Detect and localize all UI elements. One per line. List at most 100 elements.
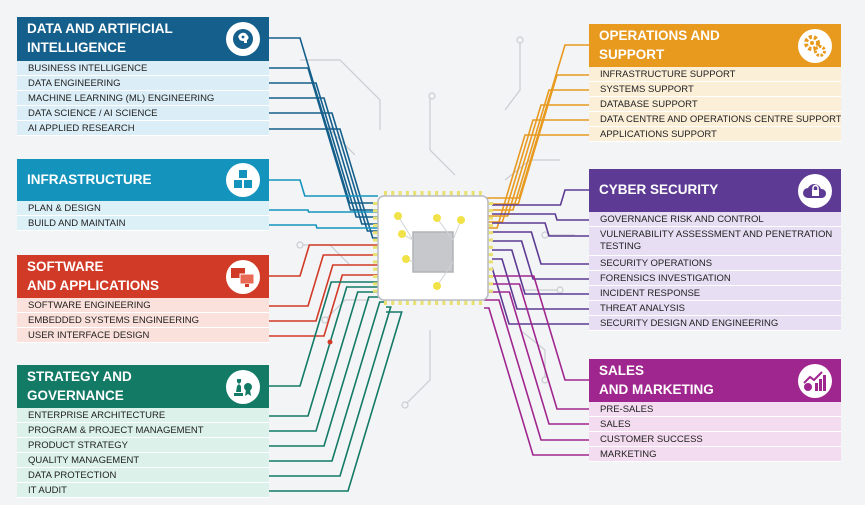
- brain-head-icon: [226, 22, 260, 56]
- panel-infrastructure-title: INFRASTRUCTURE: [27, 172, 152, 187]
- circuit-trace: [504, 40, 521, 111]
- circuit-trace: [269, 286, 386, 417]
- circuit-trace: [269, 311, 403, 492]
- circuit-trace: [436, 217, 454, 241]
- circuit-trace: [269, 296, 386, 447]
- circuit-trace: [269, 97, 386, 225]
- list-item: DATA PROTECTION: [17, 468, 269, 483]
- list-item: SYSTEMS SUPPORT: [589, 82, 841, 97]
- panel-operations-list: INFRASTRUCTURE SUPPORT SYSTEMS SUPPORT D…: [589, 67, 841, 142]
- list-item: PROGRAM & PROJECT MANAGEMENT: [17, 423, 269, 438]
- panel-cyber-header: CYBER SECURITY: [589, 169, 841, 212]
- circuit-node: [556, 286, 564, 294]
- panel-sales-title-line2: AND MARKETING: [599, 382, 714, 397]
- circuit-trace: [269, 281, 386, 387]
- circuit-node: [428, 92, 436, 100]
- panel-strategy-title-line1: STRATEGY AND: [27, 369, 132, 384]
- list-item: PRODUCT STRATEGY: [17, 438, 269, 453]
- panel-data-ai-title-line2: INTELLIGENCE: [27, 40, 127, 55]
- circuit-trace: [484, 307, 589, 456]
- list-item: ENTERPRISE ARCHITECTURE: [17, 408, 269, 423]
- circuit-trace: [492, 240, 589, 280]
- circuit-trace: [269, 209, 378, 213]
- circuit-node: [327, 339, 333, 345]
- circuit-trace: [397, 215, 414, 241]
- list-item: IT AUDIT: [17, 483, 269, 498]
- circuit-trace: [324, 299, 370, 321]
- list-item: FORENSICS INVESTIGATION: [589, 271, 841, 286]
- panel-data-ai-header: DATA AND ARTIFICIAL INTELLIGENCE: [17, 17, 269, 61]
- circuit-trace: [484, 104, 589, 217]
- list-item: GOVERNANCE RISK AND CONTROL: [589, 212, 841, 227]
- list-item: VULNERABILITY ASSESSMENT AND PENETRATION…: [589, 227, 841, 256]
- panel-operations-title-line2: SUPPORT: [599, 47, 665, 62]
- list-item: SECURITY OPERATIONS: [589, 256, 841, 271]
- panel-strategy-list: ENTERPRISE ARCHITECTURE PROGRAM & PROJEC…: [17, 408, 269, 498]
- panel-software-list: SOFTWARE ENGINEERING EMBEDDED SYSTEMS EN…: [17, 298, 269, 343]
- circuit-trace: [269, 274, 378, 337]
- circuit-trace: [484, 283, 589, 410]
- circuit-trace: [269, 112, 386, 232]
- cubes-icon: [226, 163, 260, 197]
- circuit-trace: [484, 44, 589, 199]
- gears-icon: [798, 28, 832, 63]
- circuit-trace: [300, 59, 381, 130]
- circuit-trace: [269, 128, 386, 239]
- circuit-node: [457, 216, 465, 224]
- list-item: INFRASTRUCTURE SUPPORT: [589, 67, 841, 82]
- panel-sales-header: SALES AND MARKETING: [589, 359, 841, 402]
- circuit-trace: [492, 249, 589, 295]
- list-item: THREAT ANALYSIS: [589, 301, 841, 316]
- list-item: MARKETING: [589, 447, 841, 462]
- panel-strategy: STRATEGY AND GOVERNANCE ENTERPRISE ARCHI…: [17, 365, 269, 498]
- panel-data-ai-list: BUSINESS INTELLIGENCE DATA ENGINEERING M…: [17, 61, 269, 136]
- list-item: DATA CENTRE AND OPERATIONS CENTRE SUPPOR…: [589, 112, 841, 127]
- circuit-trace: [269, 179, 378, 197]
- list-item: MACHINE LEARNING (ML) ENGINEERING: [17, 91, 269, 106]
- circuit-node: [401, 401, 409, 409]
- list-item: USER INTERFACE DESIGN: [17, 328, 269, 343]
- circuit-trace: [269, 67, 386, 211]
- circuit-trace: [484, 275, 589, 381]
- money-chart-icon: [798, 363, 832, 398]
- panel-cyber-list: GOVERNANCE RISK AND CONTROL VULNERABILIT…: [589, 212, 841, 331]
- circuit-trace: [484, 134, 589, 229]
- panel-cyber-title: CYBER SECURITY: [599, 182, 719, 197]
- circuit-trace: [269, 37, 386, 204]
- panel-strategy-title-line2: GOVERNANCE: [27, 388, 124, 403]
- list-item: QUALITY MANAGEMENT: [17, 453, 269, 468]
- panel-operations: OPERATIONS AND SUPPORT INFRASTRUCTURE SU…: [589, 24, 841, 142]
- circuit-trace: [404, 330, 431, 406]
- panel-sales-list: PRE-SALES SALES CUSTOMER SUCCESS MARKETI…: [589, 402, 841, 462]
- list-item: EMBEDDED SYSTEMS ENGINEERING: [17, 313, 269, 328]
- list-item: PLAN & DESIGN: [17, 201, 269, 216]
- circuit-trace: [484, 299, 589, 441]
- circuit-trace: [269, 264, 378, 322]
- panel-cyber: CYBER SECURITY GOVERNANCE RISK AND CONTR…: [589, 169, 841, 331]
- circuit-trace: [484, 119, 589, 223]
- circuit-trace: [429, 95, 456, 176]
- circuit-trace: [492, 213, 589, 221]
- circuit-trace: [492, 231, 589, 265]
- circuit-trace: [269, 82, 386, 218]
- circuit-trace: [492, 189, 589, 206]
- list-item: DATABASE SUPPORT: [589, 97, 841, 112]
- circuit-node: [321, 316, 329, 324]
- circuit-trace: [269, 254, 378, 307]
- circuit-trace: [484, 291, 589, 425]
- list-item: BUSINESS INTELLIGENCE: [17, 61, 269, 76]
- panel-operations-header: OPERATIONS AND SUPPORT: [589, 24, 841, 67]
- list-item: CUSTOMER SUCCESS: [589, 432, 841, 447]
- panel-sales-title-line1: SALES: [599, 363, 645, 378]
- circuit-node: [394, 212, 402, 220]
- panel-software-title-line1: SOFTWARE: [27, 259, 104, 274]
- circuit-trace: [269, 291, 386, 432]
- circuit-trace: [269, 301, 386, 462]
- panel-strategy-header: STRATEGY AND GOVERNANCE: [17, 365, 269, 408]
- circuit-trace: [269, 306, 392, 477]
- list-item: APPLICATIONS SUPPORT: [589, 127, 841, 142]
- circuit-trace: [269, 224, 378, 229]
- circuit-node: [433, 282, 441, 290]
- panel-software: SOFTWARE AND APPLICATIONS SOFTWARE ENGIN…: [17, 255, 269, 343]
- circuit-trace: [484, 89, 589, 211]
